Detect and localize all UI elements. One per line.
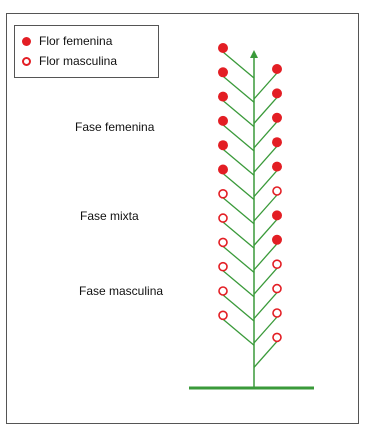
male-flower-left-11 [219, 287, 227, 295]
female-flower-right-7 [272, 210, 282, 220]
female-flower-left-2 [218, 67, 228, 77]
male-flower-right-9 [273, 260, 281, 268]
branch-left-12 [223, 319, 254, 345]
male-flower-right-12 [273, 333, 281, 341]
female-flower-left-1 [218, 43, 228, 53]
male-flower-left-9 [219, 238, 227, 246]
stem-arrow-icon [250, 50, 258, 58]
female-flower-right-1 [272, 64, 282, 74]
flowers [218, 43, 282, 341]
female-flower-right-5 [272, 162, 282, 172]
male-flower-right-10 [273, 285, 281, 293]
female-flower-right-8 [272, 235, 282, 245]
male-flower-left-7 [219, 190, 227, 198]
branch-right-12 [254, 341, 277, 367]
female-flower-left-4 [218, 116, 228, 126]
male-flower-left-8 [219, 214, 227, 222]
branch-left-8 [223, 222, 254, 248]
female-flower-left-5 [218, 140, 228, 150]
female-flower-left-3 [218, 92, 228, 102]
male-flower-right-6 [273, 187, 281, 195]
male-flower-right-11 [273, 309, 281, 317]
branch-left-10 [223, 271, 254, 297]
female-flower-right-2 [272, 88, 282, 98]
male-flower-left-12 [219, 311, 227, 319]
branch-left-11 [223, 295, 254, 321]
branch-left-7 [223, 198, 254, 224]
branches [223, 52, 277, 367]
male-flower-left-10 [219, 263, 227, 271]
female-flower-right-3 [272, 113, 282, 123]
branch-left-9 [223, 246, 254, 272]
female-flower-left-6 [218, 165, 228, 175]
branch-left-6 [223, 174, 254, 200]
female-flower-right-4 [272, 137, 282, 147]
